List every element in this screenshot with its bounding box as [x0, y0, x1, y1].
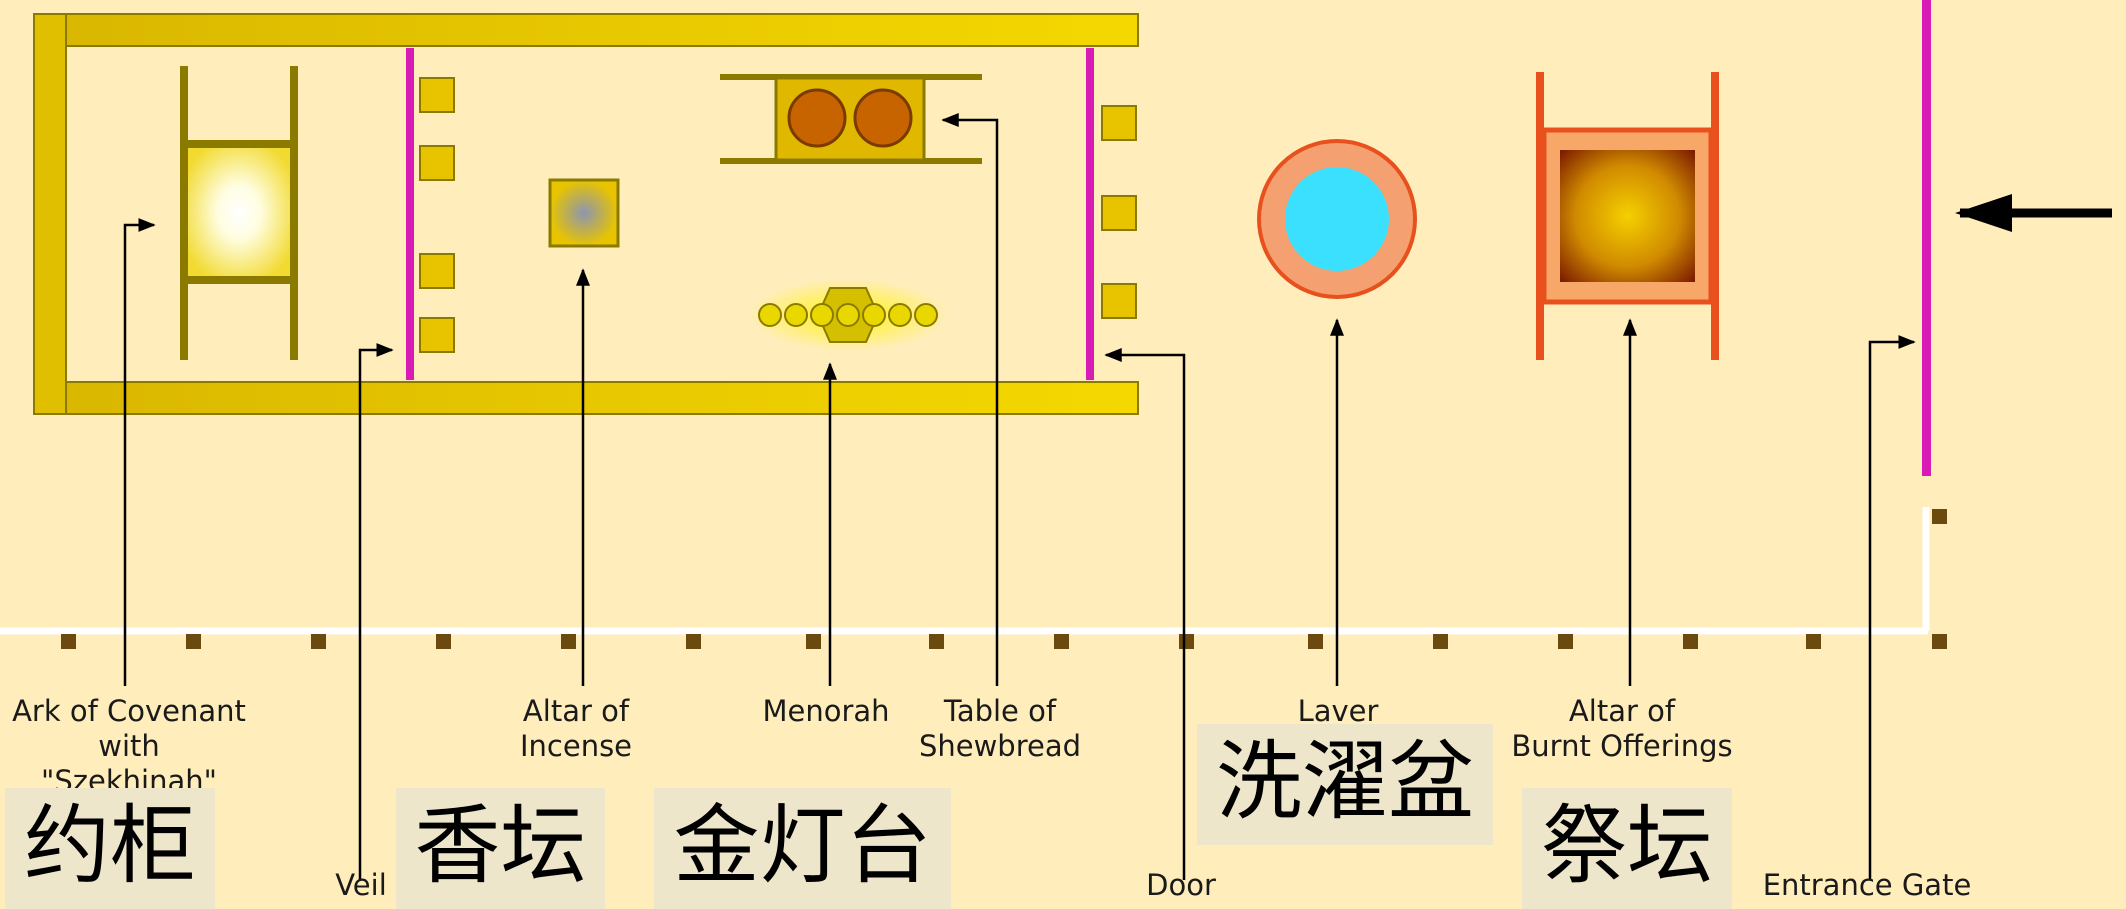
entrance-arrowhead [1955, 194, 2012, 232]
leader-door [1104, 348, 1186, 880]
altar-of-incense [548, 178, 620, 248]
entrance-gate [1922, 0, 1931, 476]
leader-shewbread [941, 113, 999, 686]
leader-gate [1868, 335, 1916, 880]
cn-label-menorah: 金灯台 [654, 788, 951, 909]
label-incense: Altar of Incense [519, 694, 633, 763]
courtyard-fence [0, 507, 1947, 649]
label-menorah: Menorah [762, 694, 890, 728]
label-burnt: Altar of Burnt Offerings [1511, 694, 1733, 763]
menorah [748, 279, 948, 351]
cn-label-laver: 洗濯盆 [1197, 724, 1493, 845]
cn-label-burnt: 祭坛 [1522, 788, 1732, 909]
cn-label-ark: 约柜 [5, 788, 215, 909]
leader-veil [358, 343, 394, 880]
label-laver: Laver [1297, 694, 1379, 728]
veil [406, 48, 414, 380]
tabernacle-walls [33, 13, 1139, 415]
leader-ark [123, 218, 156, 686]
table-of-shewbread [720, 74, 982, 164]
ark-of-covenant [180, 66, 298, 360]
veil-pillars [419, 77, 455, 353]
label-shewbread: Table of Shewbread [918, 694, 1082, 763]
label-door: Door [1146, 868, 1216, 902]
label-veil: Veil [335, 868, 387, 902]
leader-lines [123, 113, 1916, 880]
laver [1257, 139, 1417, 299]
label-ark: Ark of Covenant with "Szekhinah" [12, 694, 246, 798]
altar-of-burnt-offerings [1536, 72, 1719, 360]
door [1086, 48, 1094, 380]
label-gate: Entrance Gate [1762, 868, 1972, 902]
door-pillars [1101, 105, 1137, 319]
cn-label-incense: 香坛 [396, 788, 605, 909]
